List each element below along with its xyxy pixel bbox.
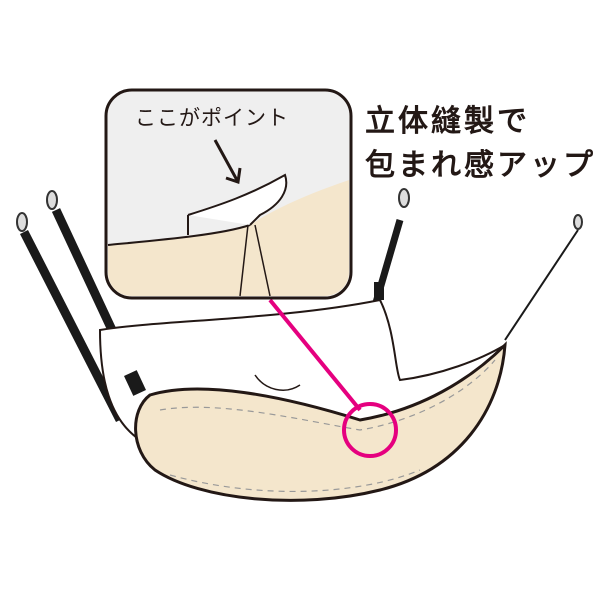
callout-label: ここがポイント: [135, 106, 289, 130]
hammock-fabric: [134, 341, 507, 502]
arrow-icon: [213, 139, 242, 184]
highlight-circle: [342, 402, 398, 458]
headline-line2: 包まれ感アップ: [365, 148, 596, 183]
callout-box: [104, 88, 353, 300]
snap-hook-icon: [16, 188, 583, 232]
headline-line1: 立体縫製で: [365, 104, 530, 139]
callout-connector: [268, 298, 362, 412]
